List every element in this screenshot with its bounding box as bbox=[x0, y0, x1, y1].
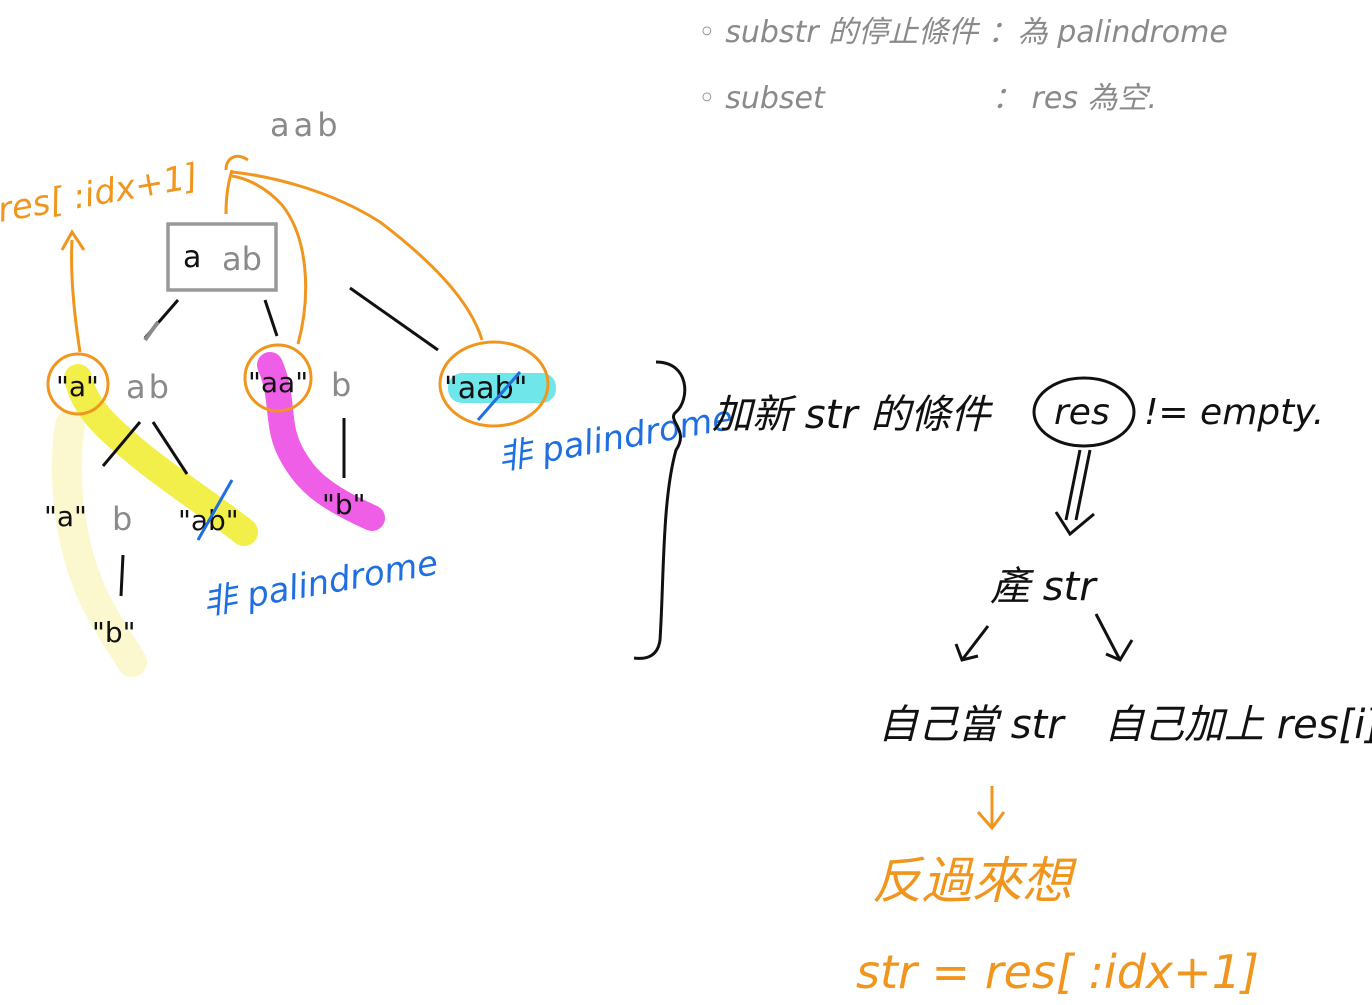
root-box bbox=[166, 222, 278, 292]
condition-suffix: != empty. bbox=[1144, 392, 1324, 433]
node-aab-circle bbox=[438, 340, 550, 428]
node-aab-chosen: "aab" bbox=[444, 371, 527, 406]
cyan-highlight bbox=[448, 373, 556, 403]
reverse-label: 反過來想 bbox=[872, 852, 1077, 910]
node-aa-circle bbox=[243, 343, 313, 413]
node-b-chosen: "b" bbox=[322, 488, 366, 521]
node-aab-strike bbox=[476, 371, 522, 421]
root-box-right: ab bbox=[222, 240, 262, 278]
return-line-box bbox=[224, 169, 234, 215]
new-str-label: 產 str bbox=[990, 564, 1098, 610]
edge-a2-to-b bbox=[119, 554, 125, 597]
pale-yellow-highlight bbox=[51, 410, 147, 677]
edge-root-to-aab bbox=[349, 286, 439, 352]
edge-root-to-a-gray bbox=[143, 320, 160, 342]
return-arrow-aab bbox=[231, 170, 484, 341]
note-subset-condition: ： res 為空. bbox=[992, 81, 1157, 116]
magenta-highlight bbox=[257, 352, 385, 531]
node-aa-rest: b bbox=[331, 366, 351, 404]
root-label: aab bbox=[270, 106, 342, 144]
return-arrowhead-root bbox=[224, 154, 249, 171]
note-substr-stop-condition: ◦ substr 的停止條件 ：為 palindrome bbox=[698, 15, 1228, 50]
node-a-rest: ab bbox=[126, 368, 172, 406]
not-palindrome-label-2: 非 palindrome bbox=[200, 543, 441, 624]
note-subset: ◦ subset bbox=[698, 81, 826, 116]
edge-a-to-a bbox=[101, 421, 142, 467]
yellow-highlight bbox=[64, 364, 258, 546]
formula: str = res[ :idx+1] bbox=[856, 945, 1259, 999]
edge-a-to-ab bbox=[151, 421, 189, 475]
node-a2-rest: b bbox=[112, 500, 132, 538]
not-palindrome-label-1: 非 palindrome bbox=[495, 398, 736, 479]
curly-brace bbox=[633, 360, 687, 660]
orange-down-arrow bbox=[976, 786, 1006, 831]
return-arrow-a bbox=[70, 239, 82, 353]
arrow-to-right-branch bbox=[1094, 613, 1134, 662]
return-arrow-aa bbox=[231, 174, 308, 345]
root-box-left: a bbox=[183, 240, 201, 275]
node-a-circle bbox=[46, 352, 110, 416]
edge-root-to-aa bbox=[263, 299, 279, 337]
condition-prefix: 加新 str 的條件 bbox=[712, 392, 993, 438]
node-b2-chosen: "b" bbox=[92, 616, 136, 649]
node-ab-strike bbox=[196, 479, 234, 541]
node-a2-chosen: "a" bbox=[44, 500, 87, 533]
node-aa-chosen: "aa" bbox=[248, 366, 308, 399]
arrow-to-left-branch bbox=[954, 625, 990, 662]
return-arrow-a-head bbox=[60, 229, 86, 251]
res-slice-label: res[ :idx+1] bbox=[0, 156, 201, 231]
res-word: res bbox=[1054, 392, 1110, 433]
branch-right: 自己加上 res[i] bbox=[1104, 702, 1372, 748]
double-arrow-down bbox=[1054, 449, 1095, 537]
res-circle bbox=[1032, 376, 1136, 448]
node-a-chosen: "a" bbox=[56, 370, 99, 403]
branch-left: 自己當 str bbox=[878, 702, 1066, 748]
